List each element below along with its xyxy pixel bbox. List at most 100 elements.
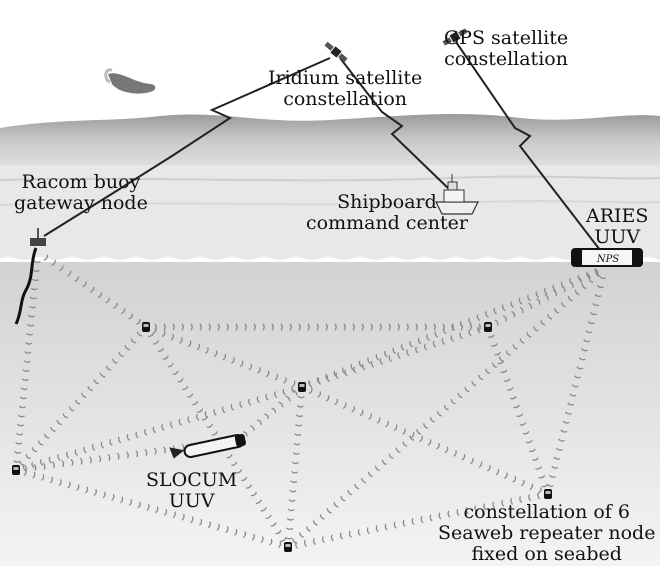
acoustic-wave-mark bbox=[553, 307, 560, 314]
acoustic-wave-mark bbox=[241, 476, 248, 482]
acoustic-wave-mark bbox=[438, 512, 442, 520]
acoustic-wave-mark bbox=[84, 486, 89, 494]
acoustic-wave-mark bbox=[450, 335, 454, 343]
acoustic-wave-mark bbox=[478, 323, 481, 331]
acoustic-wave-mark bbox=[291, 461, 299, 465]
acoustic-wave-mark bbox=[61, 460, 65, 468]
acoustic-wave-mark bbox=[89, 456, 92, 464]
acoustic-wave-mark bbox=[528, 302, 532, 309]
acoustic-wave-mark bbox=[420, 516, 424, 524]
acoustic-wave-mark bbox=[196, 413, 200, 421]
acoustic-wave-mark bbox=[529, 483, 534, 491]
acoustic-wave-mark bbox=[288, 499, 296, 502]
acoustic-wave-mark bbox=[468, 329, 472, 337]
iridium-satellite-icon bbox=[324, 41, 348, 63]
acoustic-wave-mark bbox=[583, 339, 591, 343]
acoustic-wave-mark bbox=[81, 392, 87, 398]
acoustic-wave-mark bbox=[17, 414, 26, 418]
acoustic-wave-mark bbox=[260, 536, 264, 544]
acoustic-wave-mark bbox=[222, 353, 227, 361]
acoustic-wave-mark bbox=[595, 271, 601, 278]
acoustic-wave-mark bbox=[312, 520, 318, 526]
acoustic-wave-mark bbox=[226, 453, 233, 459]
acoustic-wave-mark bbox=[154, 323, 157, 331]
acoustic-wave-mark bbox=[111, 494, 115, 501]
acoustic-wave-mark bbox=[436, 411, 442, 417]
acoustic-wave-mark bbox=[388, 453, 394, 460]
acoustic-wave-mark bbox=[551, 465, 559, 469]
acoustic-wave-mark bbox=[181, 513, 185, 521]
acoustic-wave-mark bbox=[74, 276, 80, 283]
acoustic-wave-mark bbox=[33, 463, 37, 471]
acoustic-wave-mark bbox=[20, 387, 28, 391]
acoustic-wave-mark bbox=[182, 385, 189, 391]
label-line: ARIES bbox=[586, 205, 649, 227]
acoustic-wave-mark bbox=[286, 517, 295, 521]
slocum-uuv-icon bbox=[169, 434, 246, 459]
acoustic-wave-mark bbox=[265, 370, 270, 378]
acoustic-wave-mark bbox=[308, 380, 312, 388]
acoustic-wave-mark bbox=[388, 355, 392, 363]
label-line: constellation bbox=[283, 88, 408, 110]
label-line: SLOCUM bbox=[146, 469, 238, 491]
acoustic-wave-mark bbox=[62, 413, 68, 419]
acoustic-wave-mark bbox=[574, 375, 581, 379]
acoustic-wave-mark bbox=[70, 458, 74, 466]
acoustic-wave-mark bbox=[190, 516, 194, 524]
acoustic-wave-mark bbox=[494, 351, 502, 356]
acoustic-wave-mark bbox=[397, 352, 401, 360]
acoustic-wave-mark bbox=[22, 464, 26, 472]
sky bbox=[0, 0, 660, 120]
acoustic-wave-mark bbox=[264, 413, 270, 419]
acoustic-wave-mark bbox=[280, 537, 287, 542]
acoustic-wave-mark bbox=[506, 387, 514, 391]
acoustic-wave-mark bbox=[32, 471, 36, 479]
acoustic-wave-mark bbox=[370, 323, 373, 331]
acoustic-wave-mark bbox=[308, 387, 313, 395]
acoustic-wave-mark bbox=[459, 332, 463, 340]
acoustic-wave-mark bbox=[343, 323, 346, 331]
acoustic-wave-mark bbox=[19, 396, 27, 400]
acoustic-wave-mark bbox=[333, 370, 338, 378]
acoustic-wave-mark bbox=[419, 435, 423, 443]
acoustic-wave-mark bbox=[126, 434, 130, 441]
acoustic-wave-mark bbox=[478, 461, 483, 468]
acoustic-wave-mark bbox=[253, 323, 256, 331]
acoustic-wave-mark bbox=[56, 420, 62, 426]
acoustic-wave-mark bbox=[105, 297, 110, 304]
acoustic-wave-mark bbox=[555, 447, 563, 451]
acoustic-wave-mark bbox=[350, 364, 355, 371]
label-line: Seaweb repeater node bbox=[438, 522, 656, 544]
acoustic-wave-mark bbox=[289, 323, 292, 331]
acoustic-wave-mark bbox=[511, 310, 516, 318]
acoustic-wave-mark bbox=[560, 281, 565, 289]
acoustic-wave-mark bbox=[198, 518, 203, 526]
acoustic-wave-mark bbox=[170, 333, 175, 341]
acoustic-wave-mark bbox=[592, 302, 600, 307]
acoustic-wave-mark bbox=[157, 347, 164, 353]
acoustic-wave-mark bbox=[100, 441, 104, 449]
acoustic-wave-mark bbox=[375, 525, 379, 533]
acoustic-wave-mark bbox=[367, 471, 373, 478]
acoustic-wave-mark bbox=[22, 369, 30, 372]
acoustic-wave-mark bbox=[362, 363, 366, 371]
acoustic-wave-mark bbox=[285, 395, 291, 402]
acoustic-wave-mark bbox=[415, 346, 419, 354]
acoustic-wave-mark bbox=[384, 523, 388, 531]
label-gps-constellation: GPS satellite constellation bbox=[444, 28, 568, 70]
acoustic-wave-mark bbox=[31, 278, 39, 282]
acoustic-wave-mark bbox=[560, 301, 566, 308]
acoustic-wave-mark bbox=[50, 426, 56, 432]
acoustic-wave-mark bbox=[236, 469, 243, 474]
acoustic-wave-mark bbox=[491, 343, 498, 347]
acoustic-wave-mark bbox=[560, 429, 568, 433]
acoustic-wave-mark bbox=[163, 508, 168, 516]
acoustic-wave-mark bbox=[213, 408, 217, 416]
label-seaweb-repeater-nodes: constellation of 6 Seaweb repeater node … bbox=[438, 502, 655, 565]
acoustic-wave-mark bbox=[319, 514, 325, 520]
acoustic-wave-mark bbox=[292, 389, 298, 396]
acoustic-wave-mark bbox=[470, 457, 474, 465]
acoustic-wave-mark bbox=[541, 483, 549, 488]
acoustic-wave-mark bbox=[205, 347, 209, 354]
acoustic-wave-mark bbox=[289, 489, 297, 493]
